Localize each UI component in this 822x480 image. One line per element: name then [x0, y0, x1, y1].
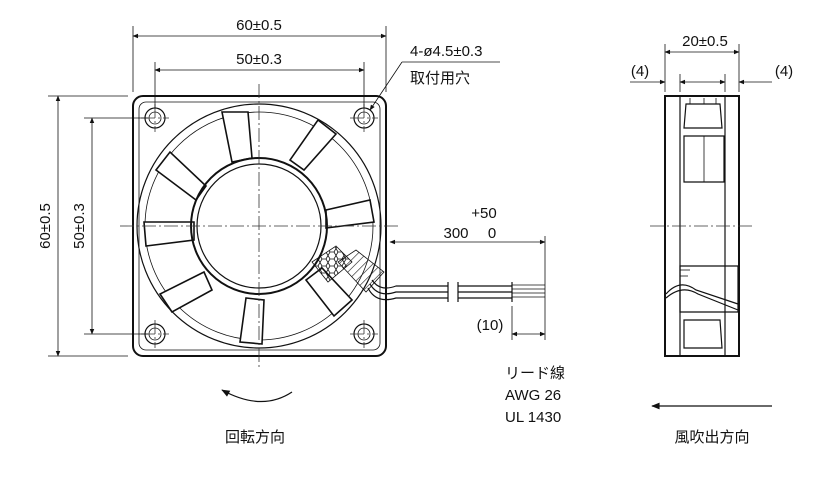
front-view	[120, 84, 400, 368]
dim-flange-left: (4)	[631, 63, 649, 80]
strip-length: (10)	[477, 317, 504, 334]
dim-flange-right: (4)	[775, 63, 793, 80]
side-dimensions: 20±0.5 (4) (4)	[630, 33, 793, 92]
lead-gauge: AWG 26	[505, 387, 561, 404]
dim-height-pitch: 50±0.3	[71, 203, 88, 249]
airflow-direction: 風吹出方向	[651, 402, 772, 446]
lead-length: 300	[443, 225, 468, 242]
lead-tolerance-upper: +50	[471, 205, 496, 222]
fan-blades	[143, 111, 375, 345]
dim-depth: 20±0.5	[682, 33, 728, 50]
side-view	[650, 95, 752, 357]
dim-width-outer: 60±0.5	[236, 17, 282, 34]
hole-note: 取付用穴	[410, 69, 470, 87]
lead-standard: UL 1430	[505, 409, 561, 426]
rotation-direction: 回転方向	[221, 389, 293, 446]
airflow-label: 風吹出方向	[674, 428, 749, 446]
lead-wires	[367, 279, 545, 302]
lead-dimensions: +50 300 0 (10) リード線 AWG 26 UL 1430	[389, 205, 565, 426]
dim-height-outer: 60±0.5	[37, 203, 54, 249]
front-dimensions: 60±0.5 50±0.3 60±0.5 50±0.3 4-ø4.5±0.3 取…	[37, 17, 500, 357]
dim-width-pitch: 50±0.3	[236, 51, 282, 68]
lead-name: リード線	[505, 364, 565, 382]
lead-tolerance-lower: 0	[488, 225, 496, 242]
rotation-label: 回転方向	[225, 428, 285, 446]
rotation-arrow-icon	[221, 389, 293, 403]
hole-spec: 4-ø4.5±0.3	[410, 43, 482, 60]
